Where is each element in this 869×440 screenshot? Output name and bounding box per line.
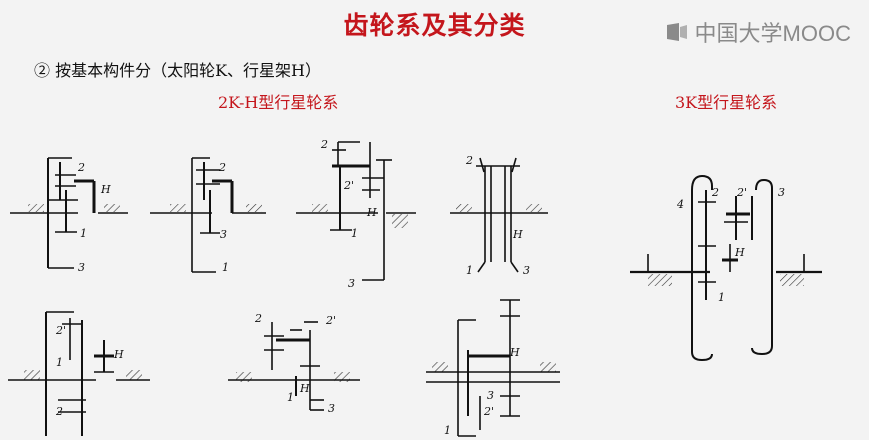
label: 2'	[736, 186, 747, 199]
diagram-4-labels: 2 H 1 3	[465, 154, 530, 277]
label: H	[366, 206, 377, 219]
label: 2'	[343, 179, 354, 192]
diagram-7	[426, 299, 560, 437]
group-title-2kh: 2K-H型行星轮系	[218, 93, 339, 112]
label: 2'	[483, 405, 494, 418]
label: 1	[56, 356, 63, 369]
label: 3	[220, 228, 227, 241]
label: 1	[466, 264, 473, 277]
diagram-8-3k	[630, 174, 822, 362]
label: H	[113, 348, 124, 361]
diagram-7-labels: H 3 2' 1	[444, 346, 520, 437]
label: 4	[676, 198, 684, 211]
label: 2	[711, 186, 719, 199]
label: 1	[718, 291, 725, 304]
label: 3	[328, 402, 335, 415]
label: 2	[77, 161, 85, 174]
label: 2'	[55, 324, 66, 337]
label: H	[100, 183, 111, 196]
label: H	[512, 228, 523, 241]
label: 1	[444, 424, 451, 437]
diagram-1	[10, 157, 128, 269]
label: 2	[320, 138, 328, 151]
label: H	[299, 382, 310, 395]
label: 3	[487, 389, 494, 402]
label: 3	[523, 264, 530, 277]
diagram-5	[8, 311, 150, 436]
diagram-4	[450, 157, 548, 273]
label: 1	[222, 261, 229, 274]
label: 1	[287, 391, 294, 404]
diagram-8-labels: 4 2 2' 3 H 1	[676, 186, 785, 304]
diagram-5-labels: 2' 1 H 2	[55, 324, 124, 418]
mooc-logo: 中国大学MOOC	[665, 16, 851, 48]
label: 2	[55, 405, 63, 418]
group-title-3k: 3K型行星轮系	[675, 93, 778, 112]
label: 2'	[325, 314, 336, 327]
diagram-2	[150, 157, 266, 273]
diagram-3-labels: 2 2' H 1 3	[320, 138, 377, 290]
label: 3	[778, 186, 785, 199]
label: 3	[348, 277, 355, 290]
diagram-6	[228, 321, 360, 411]
label: H	[509, 346, 520, 359]
diagram-1-labels: 2 H 1 3	[77, 161, 111, 274]
label: 1	[351, 227, 358, 240]
label: 1	[80, 227, 87, 240]
page-title: 齿轮系及其分类	[343, 11, 526, 40]
section-subtitle: ② 按基本构件分（太阳轮K、行星架H）	[34, 61, 321, 80]
diagram-3	[296, 141, 416, 281]
mooc-logo-icon	[666, 23, 687, 41]
label: 3	[78, 261, 85, 274]
diagram-2-labels: 2 3 1	[218, 161, 229, 274]
label: 2	[254, 312, 262, 325]
label: H	[734, 246, 745, 259]
diagram-6-labels: 2 2' H 1 3	[254, 312, 336, 415]
label: 2	[218, 161, 226, 174]
label: 2	[465, 154, 473, 167]
logo-text: 中国大学MOOC	[694, 21, 851, 46]
